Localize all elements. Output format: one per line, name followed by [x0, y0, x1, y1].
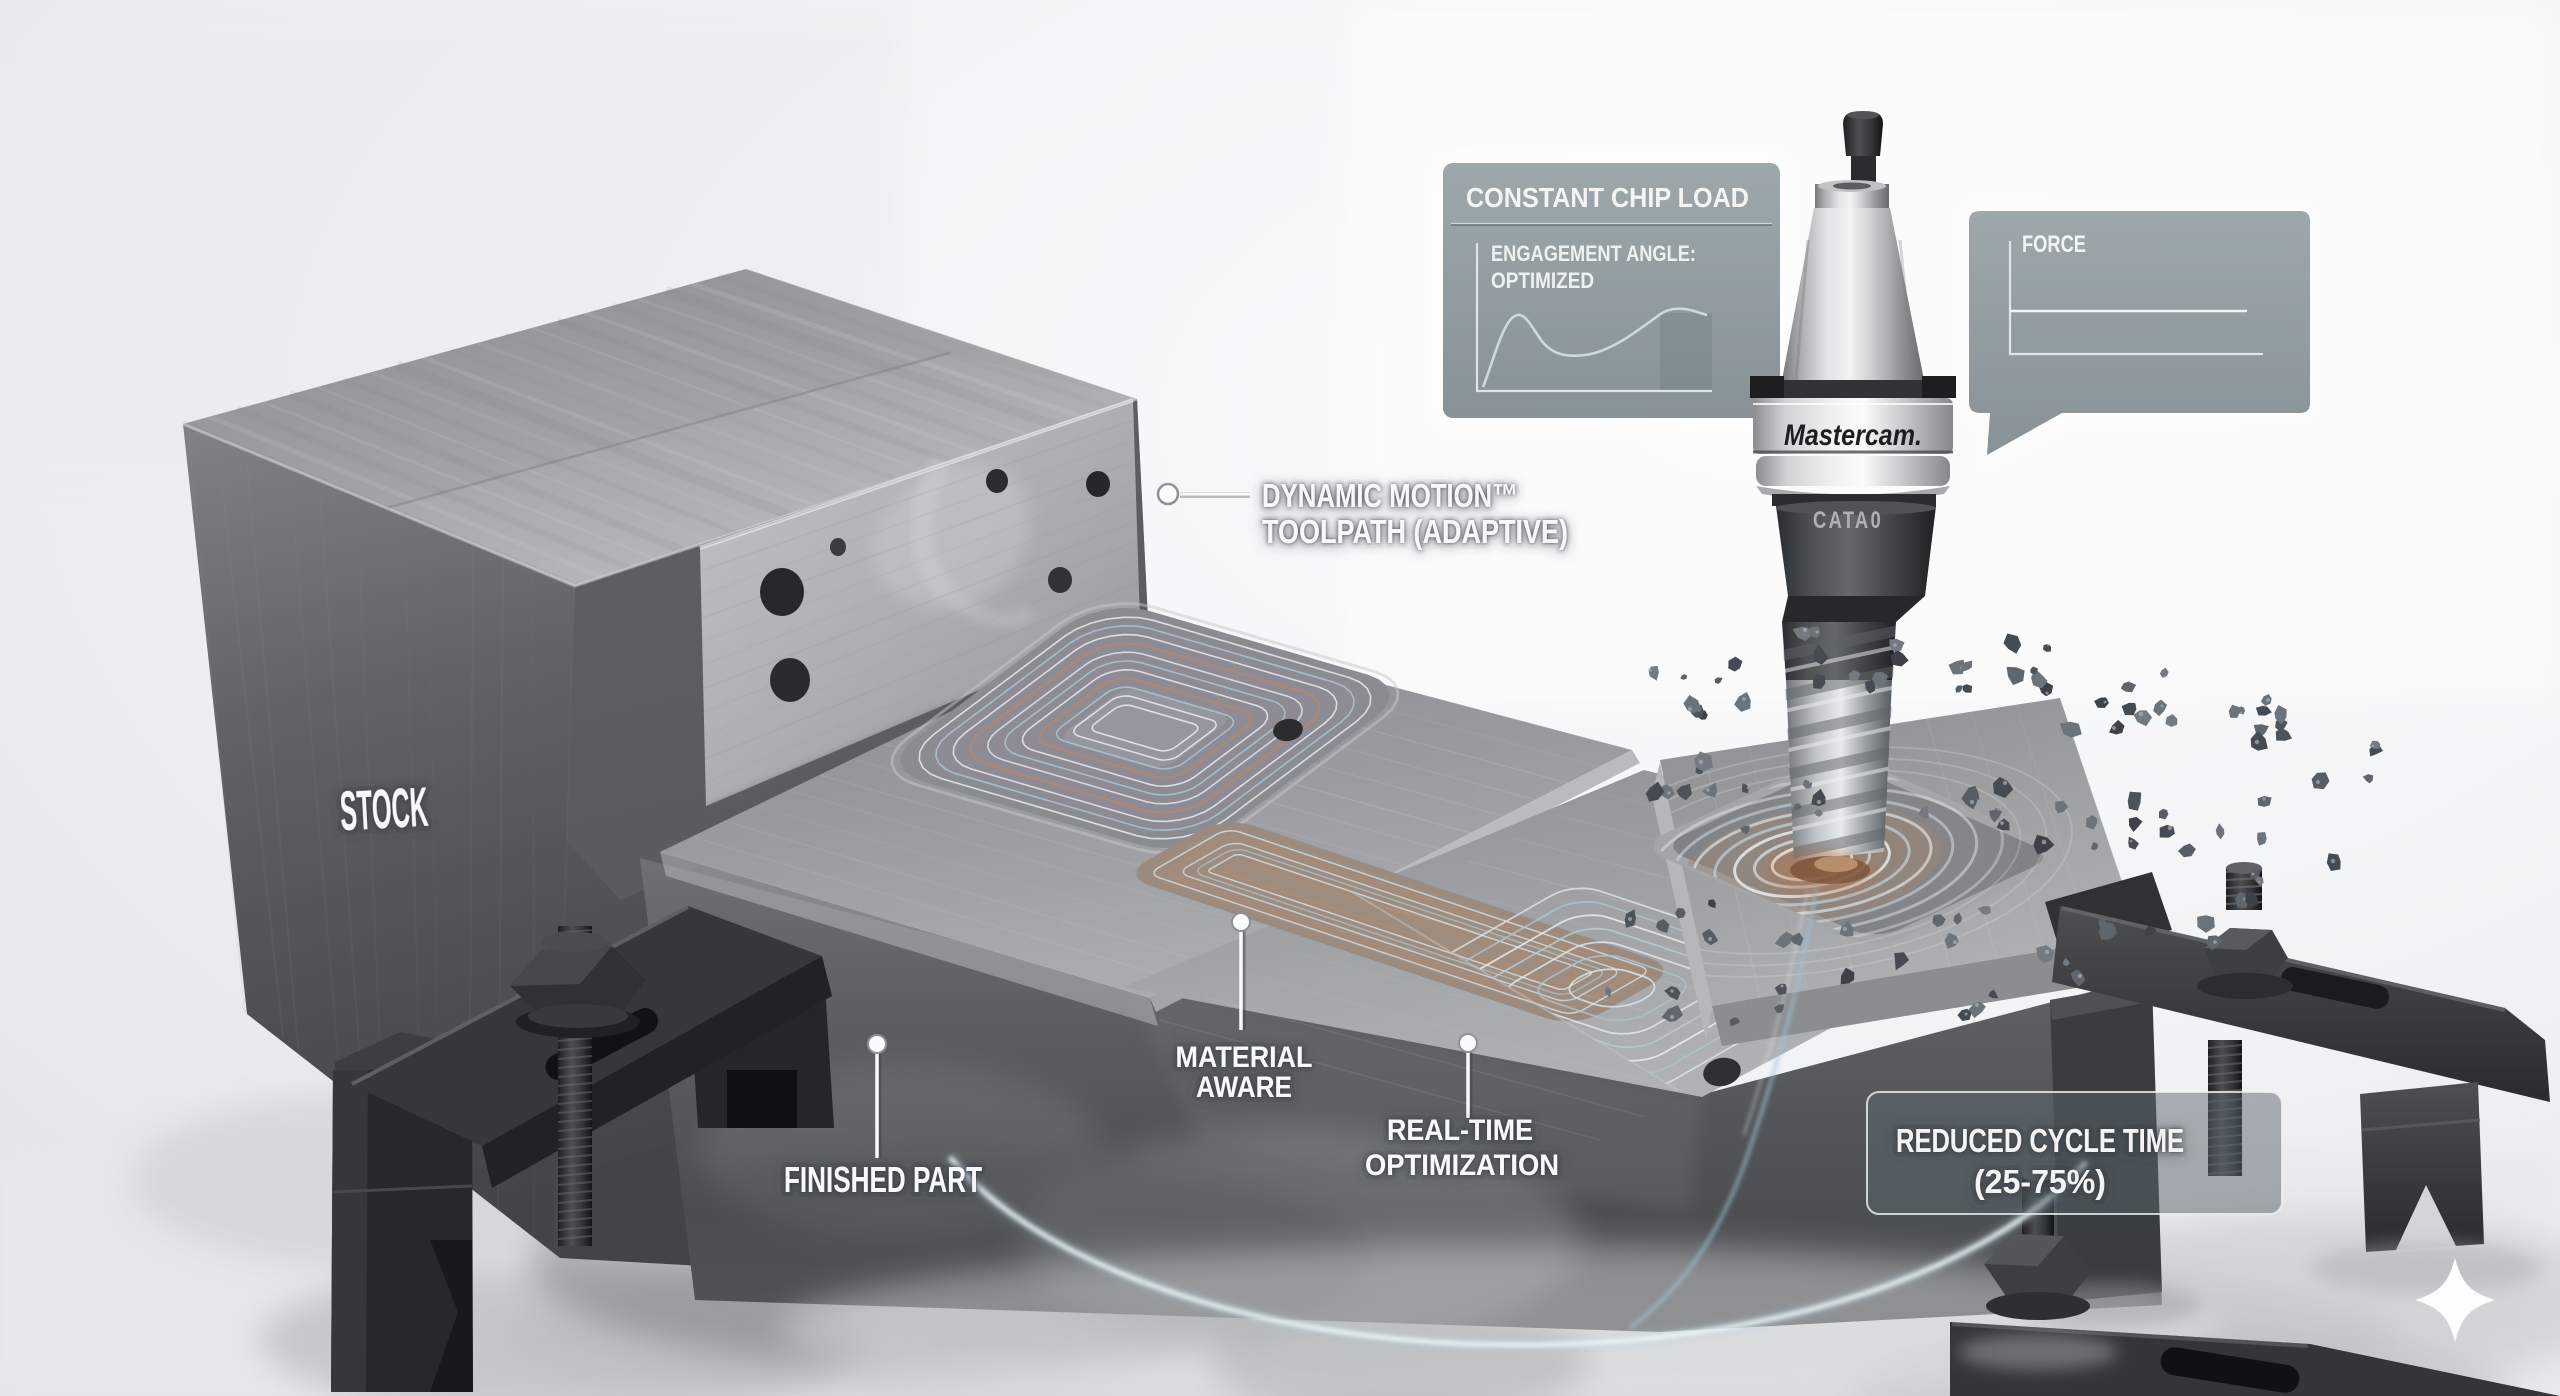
svg-text:AWARE: AWARE: [1196, 1071, 1292, 1104]
svg-text:STOCK: STOCK: [338, 775, 429, 843]
svg-text:OPTIMIZED: OPTIMIZED: [1491, 268, 1594, 293]
svg-text:CATA0: CATA0: [1813, 507, 1883, 534]
svg-text:DYNAMIC MOTION™: DYNAMIC MOTION™: [1262, 477, 1518, 514]
svg-text:CONSTANT CHIP LOAD: CONSTANT CHIP LOAD: [1466, 182, 1749, 213]
svg-text:(25-75%): (25-75%): [1974, 1163, 2106, 1200]
svg-text:REDUCED CYCLE TIME: REDUCED CYCLE TIME: [1896, 1122, 2184, 1159]
svg-text:FINISHED PART: FINISHED PART: [784, 1159, 982, 1200]
svg-text:ENGAGEMENT ANGLE:: ENGAGEMENT ANGLE:: [1491, 241, 1696, 266]
svg-text:OPTIMIZATION: OPTIMIZATION: [1365, 1149, 1559, 1182]
svg-text:FORCE: FORCE: [2022, 231, 2086, 258]
svg-text:TOOLPATH (ADAPTIVE): TOOLPATH (ADAPTIVE): [1262, 513, 1568, 550]
svg-text:MATERIAL: MATERIAL: [1176, 1041, 1313, 1074]
svg-text:REAL-TIME: REAL-TIME: [1387, 1114, 1533, 1147]
svg-text:Mastercam.: Mastercam.: [1784, 419, 1922, 452]
